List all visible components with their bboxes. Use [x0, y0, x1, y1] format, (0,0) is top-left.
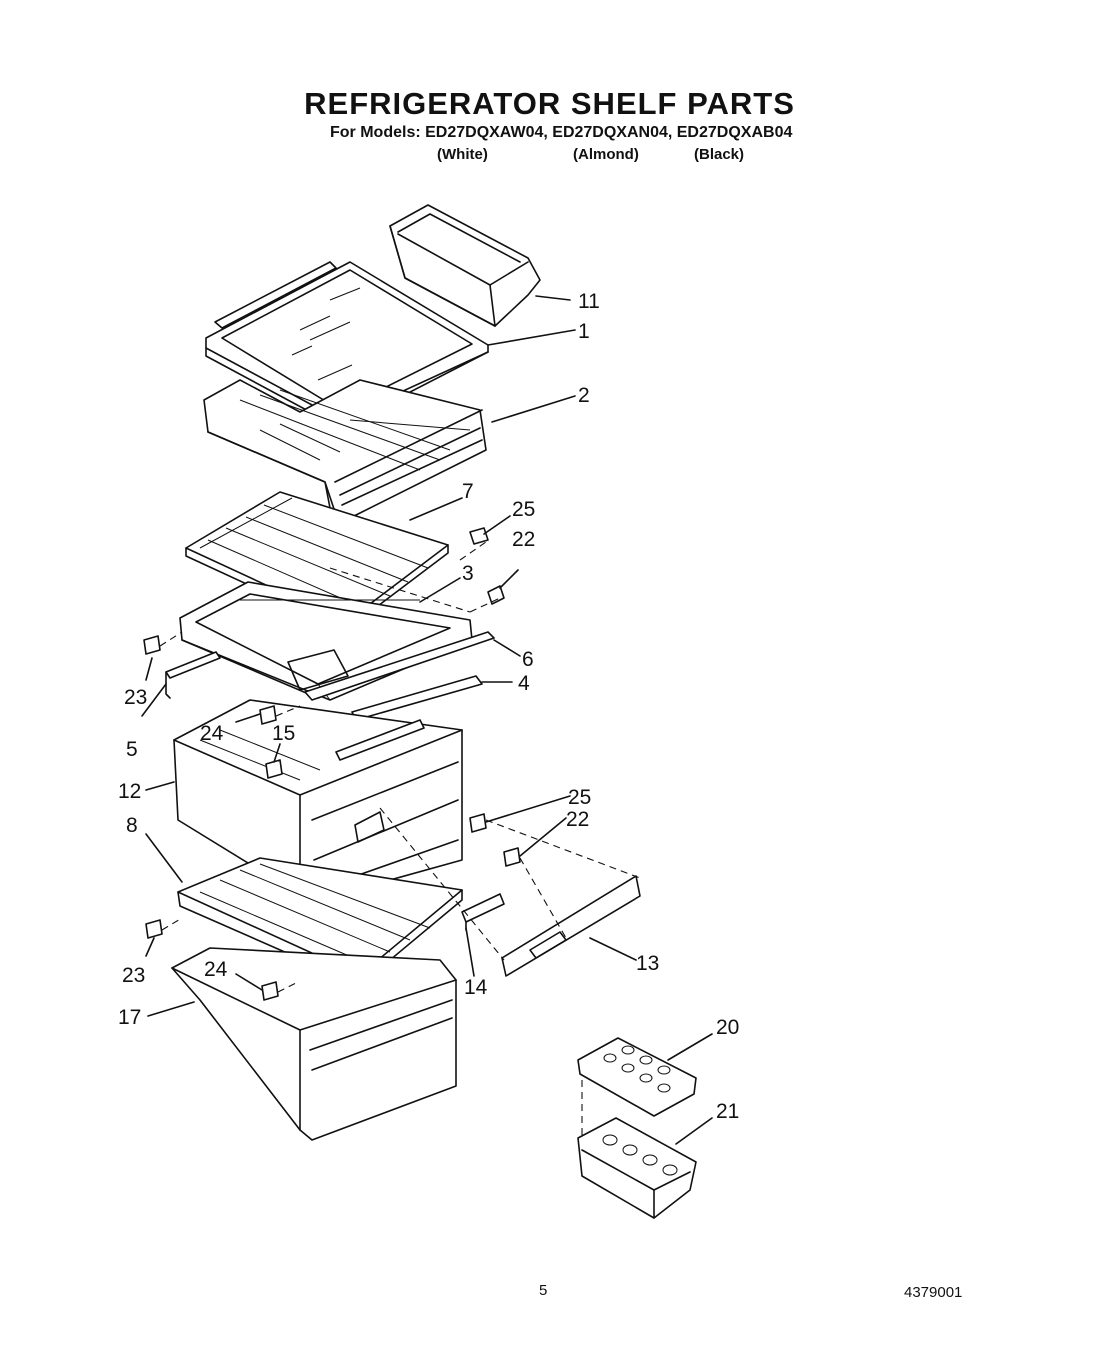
part-5-rail	[165, 651, 221, 699]
callout-22: 22	[512, 528, 535, 551]
page-number: 5	[539, 1282, 548, 1299]
callout-12: 12	[118, 780, 141, 803]
callout-23: 23	[124, 686, 147, 709]
callout-25: 25	[568, 786, 591, 809]
part-11-bin	[389, 204, 541, 327]
callout-5: 5	[126, 738, 138, 761]
callout-17: 17	[118, 1006, 141, 1029]
callout-25: 25	[512, 498, 535, 521]
page-title: REFRIGERATOR SHELF PARTS	[304, 86, 795, 121]
variant-almond: (Almond)	[573, 146, 639, 163]
callout-8: 8	[126, 814, 138, 837]
callout-2: 2	[578, 384, 590, 407]
part-6-rail	[304, 631, 495, 701]
clip-15	[265, 759, 283, 779]
part-3-frame	[179, 581, 473, 701]
screw-25a	[469, 527, 489, 545]
clip-22a	[487, 585, 505, 605]
screw-23a	[143, 635, 161, 655]
callout-3: 3	[462, 562, 474, 585]
callout-22: 22	[566, 808, 589, 831]
callout-23: 23	[122, 964, 145, 987]
callout-20: 20	[716, 1016, 739, 1039]
part-13-plate	[501, 875, 641, 977]
screw-25b	[469, 813, 487, 833]
screw-24a	[259, 705, 277, 725]
models-line: For Models: ED27DQXAW04, ED27DQXAN04, ED…	[330, 124, 793, 141]
callout-21: 21	[716, 1100, 739, 1123]
callout-1: 1	[578, 320, 590, 343]
leader-lines	[141, 295, 713, 1145]
callout-24: 24	[204, 958, 228, 981]
callout-13: 13	[636, 952, 659, 975]
screw-23b	[145, 919, 163, 939]
part-14-bracket	[461, 893, 505, 931]
part-17-drawer	[171, 947, 457, 1141]
part-12-crisper	[173, 699, 463, 901]
callout-14: 14	[464, 976, 488, 999]
callout-15: 15	[272, 722, 295, 745]
document-number: 4379001	[904, 1284, 963, 1301]
callout-24: 24	[200, 722, 224, 745]
callout-4: 4	[518, 672, 530, 695]
part-21-egg-bin	[577, 1117, 697, 1219]
clip-22b	[503, 847, 521, 867]
part-2-drawer	[203, 379, 487, 519]
variant-black: (Black)	[694, 146, 745, 163]
callout-6: 6	[522, 648, 534, 671]
callout-7: 7	[462, 480, 474, 503]
part-1-glass-shelf	[205, 261, 489, 429]
screw-24b	[261, 981, 279, 1001]
assembly-lines	[159, 541, 641, 1138]
part-20-egg-tray	[577, 1037, 697, 1117]
callout-11: 11	[578, 290, 600, 313]
variant-white: (White)	[437, 146, 488, 163]
